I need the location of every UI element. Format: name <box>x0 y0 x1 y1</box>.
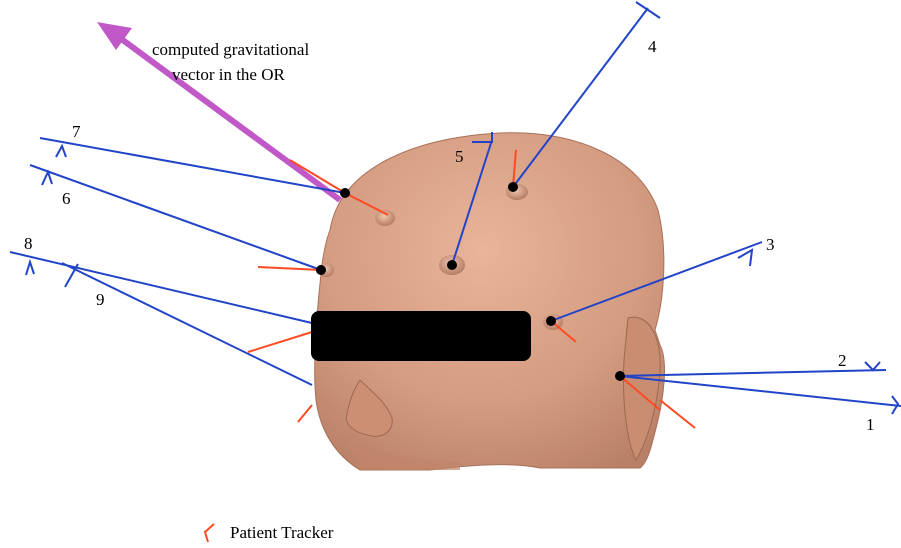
marker-4: 4 <box>648 37 657 56</box>
legend-label: Patient Tracker <box>230 523 334 542</box>
trajectory-3-cap <box>738 250 752 266</box>
trajectory-2-cap <box>865 362 880 370</box>
legend-tracker-icon <box>205 524 214 542</box>
annotation-line-2: vector in the OR <box>172 65 285 84</box>
trajectory-4-cap <box>636 2 660 18</box>
ear <box>624 317 661 460</box>
fiducial-point <box>546 316 556 326</box>
marker-5: 5 <box>455 147 464 166</box>
head-model <box>315 133 665 470</box>
annotation-line-1: computed gravitational <box>152 40 309 59</box>
marker-6: 6 <box>62 189 71 208</box>
marker-8: 8 <box>24 234 33 253</box>
redaction-bar <box>311 311 531 361</box>
trajectory-7-cap <box>56 146 66 157</box>
marker-7: 7 <box>72 122 81 141</box>
trajectory-6-cap <box>42 172 52 185</box>
marker-9: 9 <box>96 290 105 309</box>
marker-1: 1 <box>866 415 875 434</box>
trajectory-9 <box>62 263 312 385</box>
fiducial-point <box>340 188 350 198</box>
fiducial-point <box>447 260 457 270</box>
fiducial-point <box>508 182 518 192</box>
legend: Patient Tracker <box>205 523 334 542</box>
marker-2: 2 <box>838 351 847 370</box>
fiducial-point <box>316 265 326 275</box>
marker-3: 3 <box>766 235 775 254</box>
fiducial-point <box>615 371 625 381</box>
trajectory-8-cap <box>26 262 34 275</box>
